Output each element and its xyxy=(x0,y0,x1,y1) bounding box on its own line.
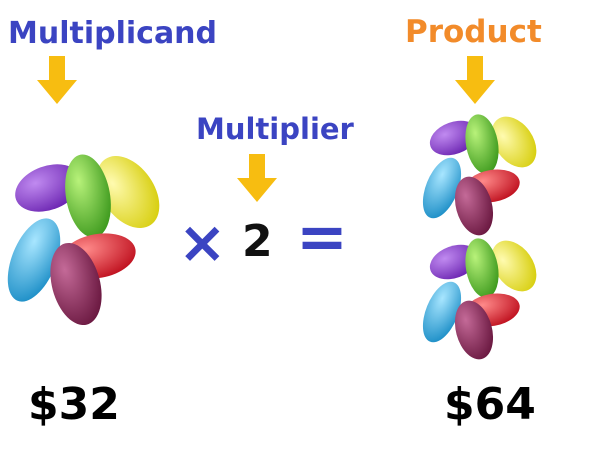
jelly-bean-pile-small-bottom xyxy=(422,238,537,360)
jelly-bean-blue-icon xyxy=(422,281,462,343)
times-symbol: × xyxy=(178,208,227,276)
product-label: Product xyxy=(405,14,542,50)
multiplier-label: Multiplier xyxy=(196,112,354,146)
jelly-bean-purple-icon xyxy=(15,164,81,212)
jelly-bean-yellow-icon xyxy=(96,155,160,229)
jelly-bean-purple-icon xyxy=(429,120,479,156)
multiplier-arrow-down-icon xyxy=(237,154,277,202)
jelly-bean-maroon-icon xyxy=(454,176,494,236)
product-price: $64 xyxy=(444,379,536,430)
jelly-bean-green-icon xyxy=(65,154,111,238)
jelly-bean-purple-icon xyxy=(429,244,479,280)
multiplicand-arrow-down-icon xyxy=(37,56,77,104)
jelly-bean-green-icon xyxy=(465,114,499,174)
product-arrow-down-icon xyxy=(455,56,495,104)
jelly-bean-maroon-icon xyxy=(454,300,494,360)
jelly-bean-yellow-icon xyxy=(491,240,537,292)
multiplier-value: 2 xyxy=(242,216,273,267)
jelly-bean-blue-icon xyxy=(7,218,61,302)
equals-symbol: = xyxy=(296,200,348,273)
multiplicand-label: Multiplicand xyxy=(8,16,218,51)
jelly-bean-green-icon xyxy=(465,238,499,298)
jelly-bean-blue-icon xyxy=(422,157,462,219)
jelly-bean-maroon-icon xyxy=(50,242,102,326)
jelly-bean-pile-small-top xyxy=(422,114,537,236)
jelly-bean-yellow-icon xyxy=(491,116,537,168)
jelly-bean-pile-large xyxy=(7,154,160,326)
multiplicand-price: $32 xyxy=(28,379,120,430)
